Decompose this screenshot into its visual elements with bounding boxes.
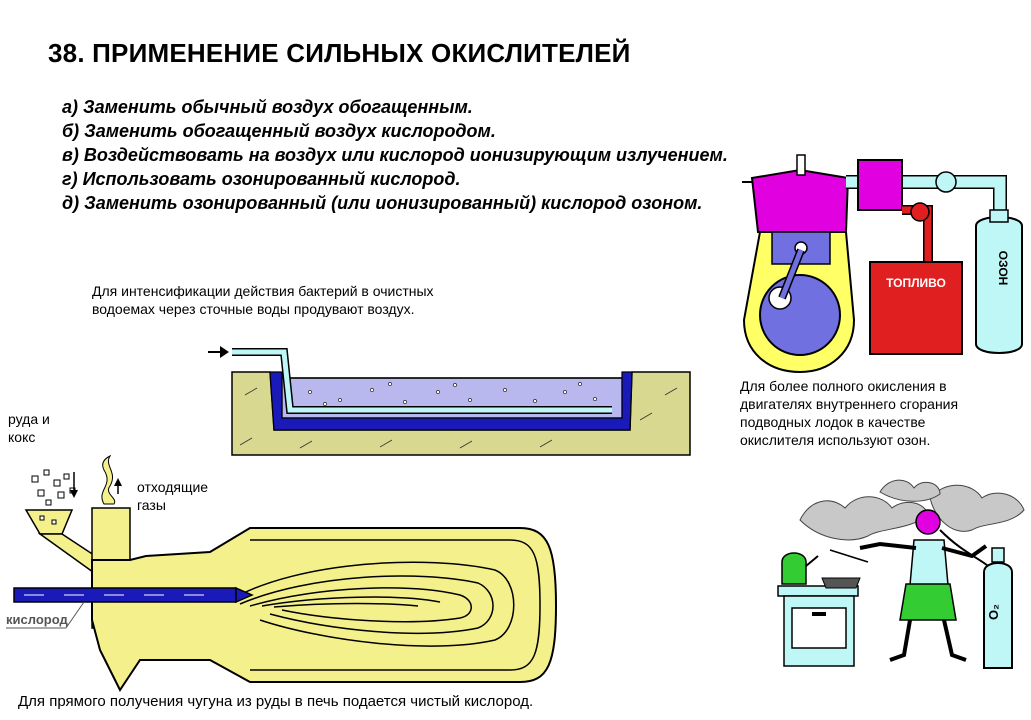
o2-label: O₂ — [986, 604, 1001, 620]
methods-list: а) Заменить обычный воздух обогащенным. … — [62, 95, 728, 215]
label-line: отходящие — [137, 479, 209, 495]
engine-caption: Для более полного окисления в двигателях… — [740, 377, 958, 449]
ozone-engine-diagram: ТОПЛИВО ОЗОН — [742, 154, 1023, 374]
ozone-label: ОЗОН — [996, 251, 1010, 286]
method-item: г) Использовать озонированный кислород. — [62, 169, 461, 189]
furnace-diagram: кислород — [6, 454, 558, 692]
method-item: б) Заменить обогащенный воздух кислородо… — [62, 121, 496, 141]
exhaust-label: отходящие газы — [137, 478, 208, 514]
aeration-pond-diagram — [208, 346, 691, 456]
cooking-scene: O₂ — [777, 479, 1025, 669]
caption-line: водоемах через сточные воды продувают во… — [92, 301, 415, 317]
furnace-caption: Для прямого получения чугуна из руды в п… — [18, 693, 534, 710]
caption-line: подводных лодок в качестве — [740, 414, 926, 430]
oxygen-label: кислород — [6, 612, 68, 627]
caption-line: Для интенсификации действия бактерий в о… — [92, 283, 434, 299]
method-item: д) Заменить озонированный (или ионизиров… — [62, 193, 703, 213]
fuel-label: ТОПЛИВО — [886, 276, 946, 290]
label-line: кокс — [8, 429, 36, 445]
bacteria-caption: Для интенсификации действия бактерий в о… — [92, 282, 434, 318]
caption-line: двигателях внутреннего сгорания — [740, 396, 959, 412]
ore-coke-label: руда и кокс — [8, 410, 50, 446]
method-item: в) Воздействовать на воздух или кислород… — [62, 145, 728, 165]
caption-line: Для более полного окисления в — [740, 378, 947, 394]
label-line: руда и — [8, 411, 50, 427]
method-item: а) Заменить обычный воздух обогащенным. — [62, 97, 473, 117]
caption-line: окислителя используют озон. — [740, 432, 931, 448]
label-line: газы — [137, 497, 166, 513]
page-title: 38. ПРИМЕНЕНИЕ СИЛЬНЫХ ОКИСЛИТЕЛЕЙ — [48, 38, 631, 68]
